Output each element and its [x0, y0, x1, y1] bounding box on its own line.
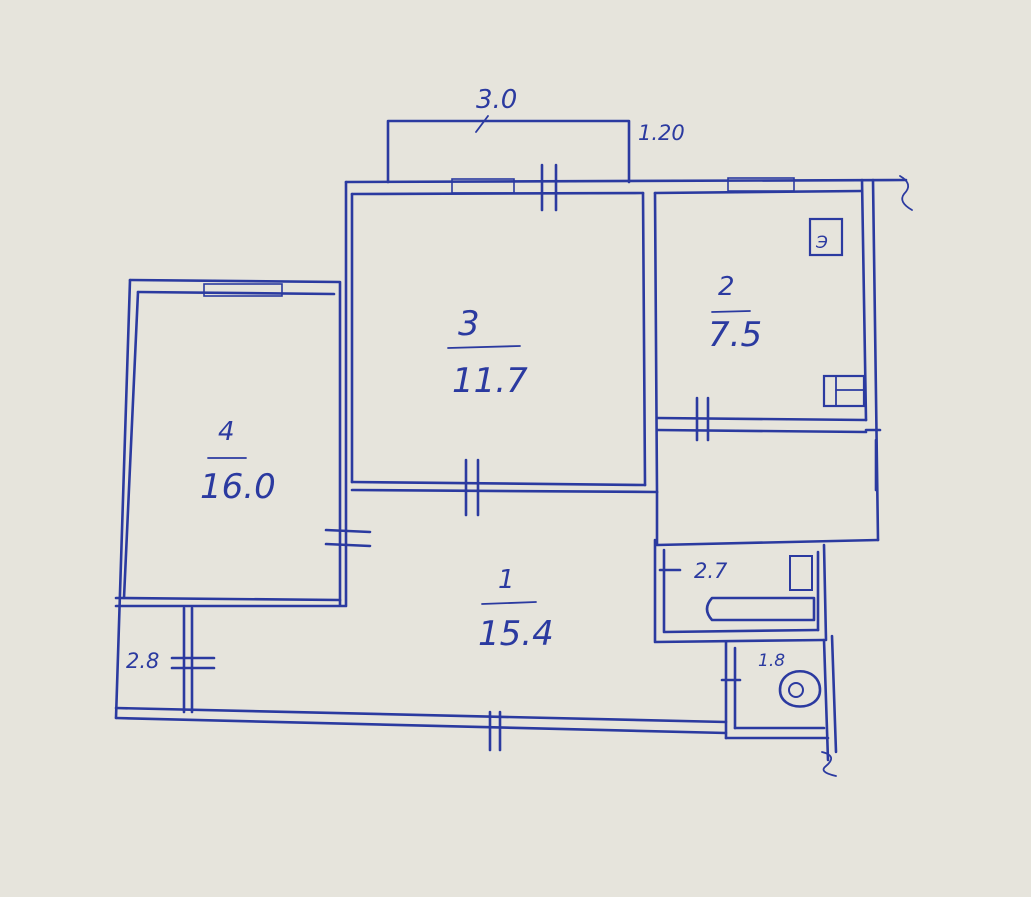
- room-3: [344, 180, 659, 607]
- room-2-area: 7.5: [708, 315, 762, 355]
- room-1: [114, 490, 880, 752]
- bathroom: [653, 538, 828, 644]
- room-4-area: 16.0: [200, 467, 276, 507]
- stove-icon: [808, 217, 844, 257]
- balcony-length: 3.0: [476, 85, 517, 115]
- room-1-number: 1: [498, 565, 515, 595]
- room-3-area: 11.7: [452, 361, 528, 401]
- room-2: [655, 178, 882, 542]
- room-4: [114, 278, 372, 720]
- toilet-icon: [778, 669, 822, 708]
- balcony: [386, 115, 631, 184]
- bathtub-icon: [705, 596, 816, 622]
- sink-icon: [822, 374, 866, 408]
- room-3-number: 3: [458, 304, 480, 344]
- wc-area: 1.8: [758, 651, 785, 671]
- wc: [720, 634, 838, 777]
- room-4-number: 4: [218, 417, 235, 447]
- room-1-area: 15.4: [478, 614, 554, 654]
- room-2-number: 2: [718, 272, 735, 302]
- closet-area: 2.8: [126, 649, 159, 673]
- top-wall: [344, 163, 913, 212]
- stove-label: Э: [815, 233, 828, 253]
- bathroom-area: 2.7: [694, 559, 728, 583]
- dim-top-right: 1.20: [638, 121, 685, 145]
